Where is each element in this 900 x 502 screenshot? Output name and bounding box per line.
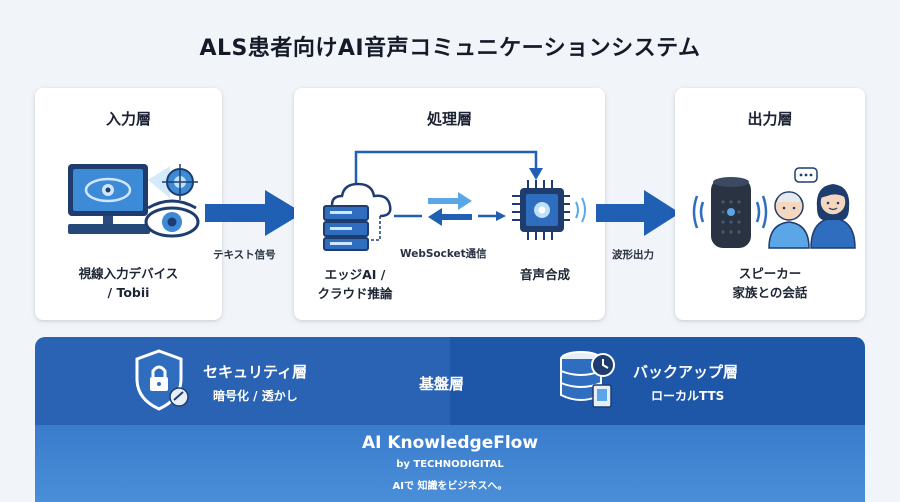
speaker-line1: スピーカー: [738, 266, 802, 281]
brand-tagline: AIで 知識をビジネスへ。: [392, 481, 508, 492]
backup-layer-subtitle: ローカルTTS: [651, 389, 725, 403]
brand-panel: [35, 425, 865, 502]
cloud-server-icon: [323, 182, 392, 251]
ai-chip-icon: [512, 180, 586, 240]
edge-ai-label: エッジAI / クラウド推論: [300, 265, 410, 304]
processing-layer-heading: 処理層: [426, 110, 472, 128]
foundation-center-label: 基盤層: [419, 375, 465, 393]
input-device-line2: / Tobii: [107, 285, 150, 301]
brand-name: AI KnowledgeFlow: [361, 433, 539, 453]
family-people-icon: [768, 167, 856, 249]
feedback-loop-arrow-icon: [354, 150, 543, 186]
input-device-line1: 視線入力デバイス: [78, 266, 179, 281]
security-layer-title: セキュリティ層: [203, 363, 308, 381]
arrow-right-icon: [596, 190, 680, 236]
eye-tracking-monitor-icon: [68, 164, 200, 238]
speaker-line2: 家族との会話: [732, 285, 808, 301]
smart-speaker-icon: [692, 177, 768, 248]
brand-by: by TECHNODIGITAL: [396, 459, 504, 470]
page-title: ALS患者向けAI音声コミュニケーションシステム: [199, 36, 701, 61]
edge-ai-line2: クラウド推論: [317, 286, 393, 302]
websocket-label: WebSocket通信: [400, 248, 487, 260]
security-layer-panel: [35, 337, 450, 425]
foundation-layer: セキュリティ層 暗号化 / 透かし 基盤層 バックアップ層 ローカルTTS AI…: [35, 337, 865, 502]
output-layer-heading: 出力層: [747, 110, 793, 128]
database-backup-icon: [560, 351, 615, 408]
edge-ai-line1: エッジAI /: [324, 267, 386, 282]
speaker-label: スピーカー 家族との会話: [675, 264, 865, 303]
bidirectional-arrows-icon: [394, 192, 506, 226]
backup-layer-panel: [450, 337, 865, 425]
processing-layer-card: 処理層 WebSo: [294, 88, 605, 320]
speech-synthesis-label: 音声合成: [519, 267, 570, 282]
arrow-right-icon: [205, 190, 303, 236]
backup-layer-title: バックアップ層: [633, 363, 739, 381]
output-layer-card: 出力層 スピーカー 家族との会話: [675, 88, 865, 320]
input-device-label: 視線入力デバイス / Tobii: [35, 264, 222, 303]
input-layer-heading: 入力層: [105, 110, 151, 128]
input-layer-card: 入力層 視線入力デバイス / Tobii: [35, 88, 222, 320]
security-layer-subtitle: 暗号化 / 透かし: [213, 389, 298, 403]
shield-lock-icon: [135, 349, 189, 411]
waveform-output-label: 波形出力: [612, 249, 654, 261]
text-signal-label: テキスト信号: [213, 249, 276, 261]
